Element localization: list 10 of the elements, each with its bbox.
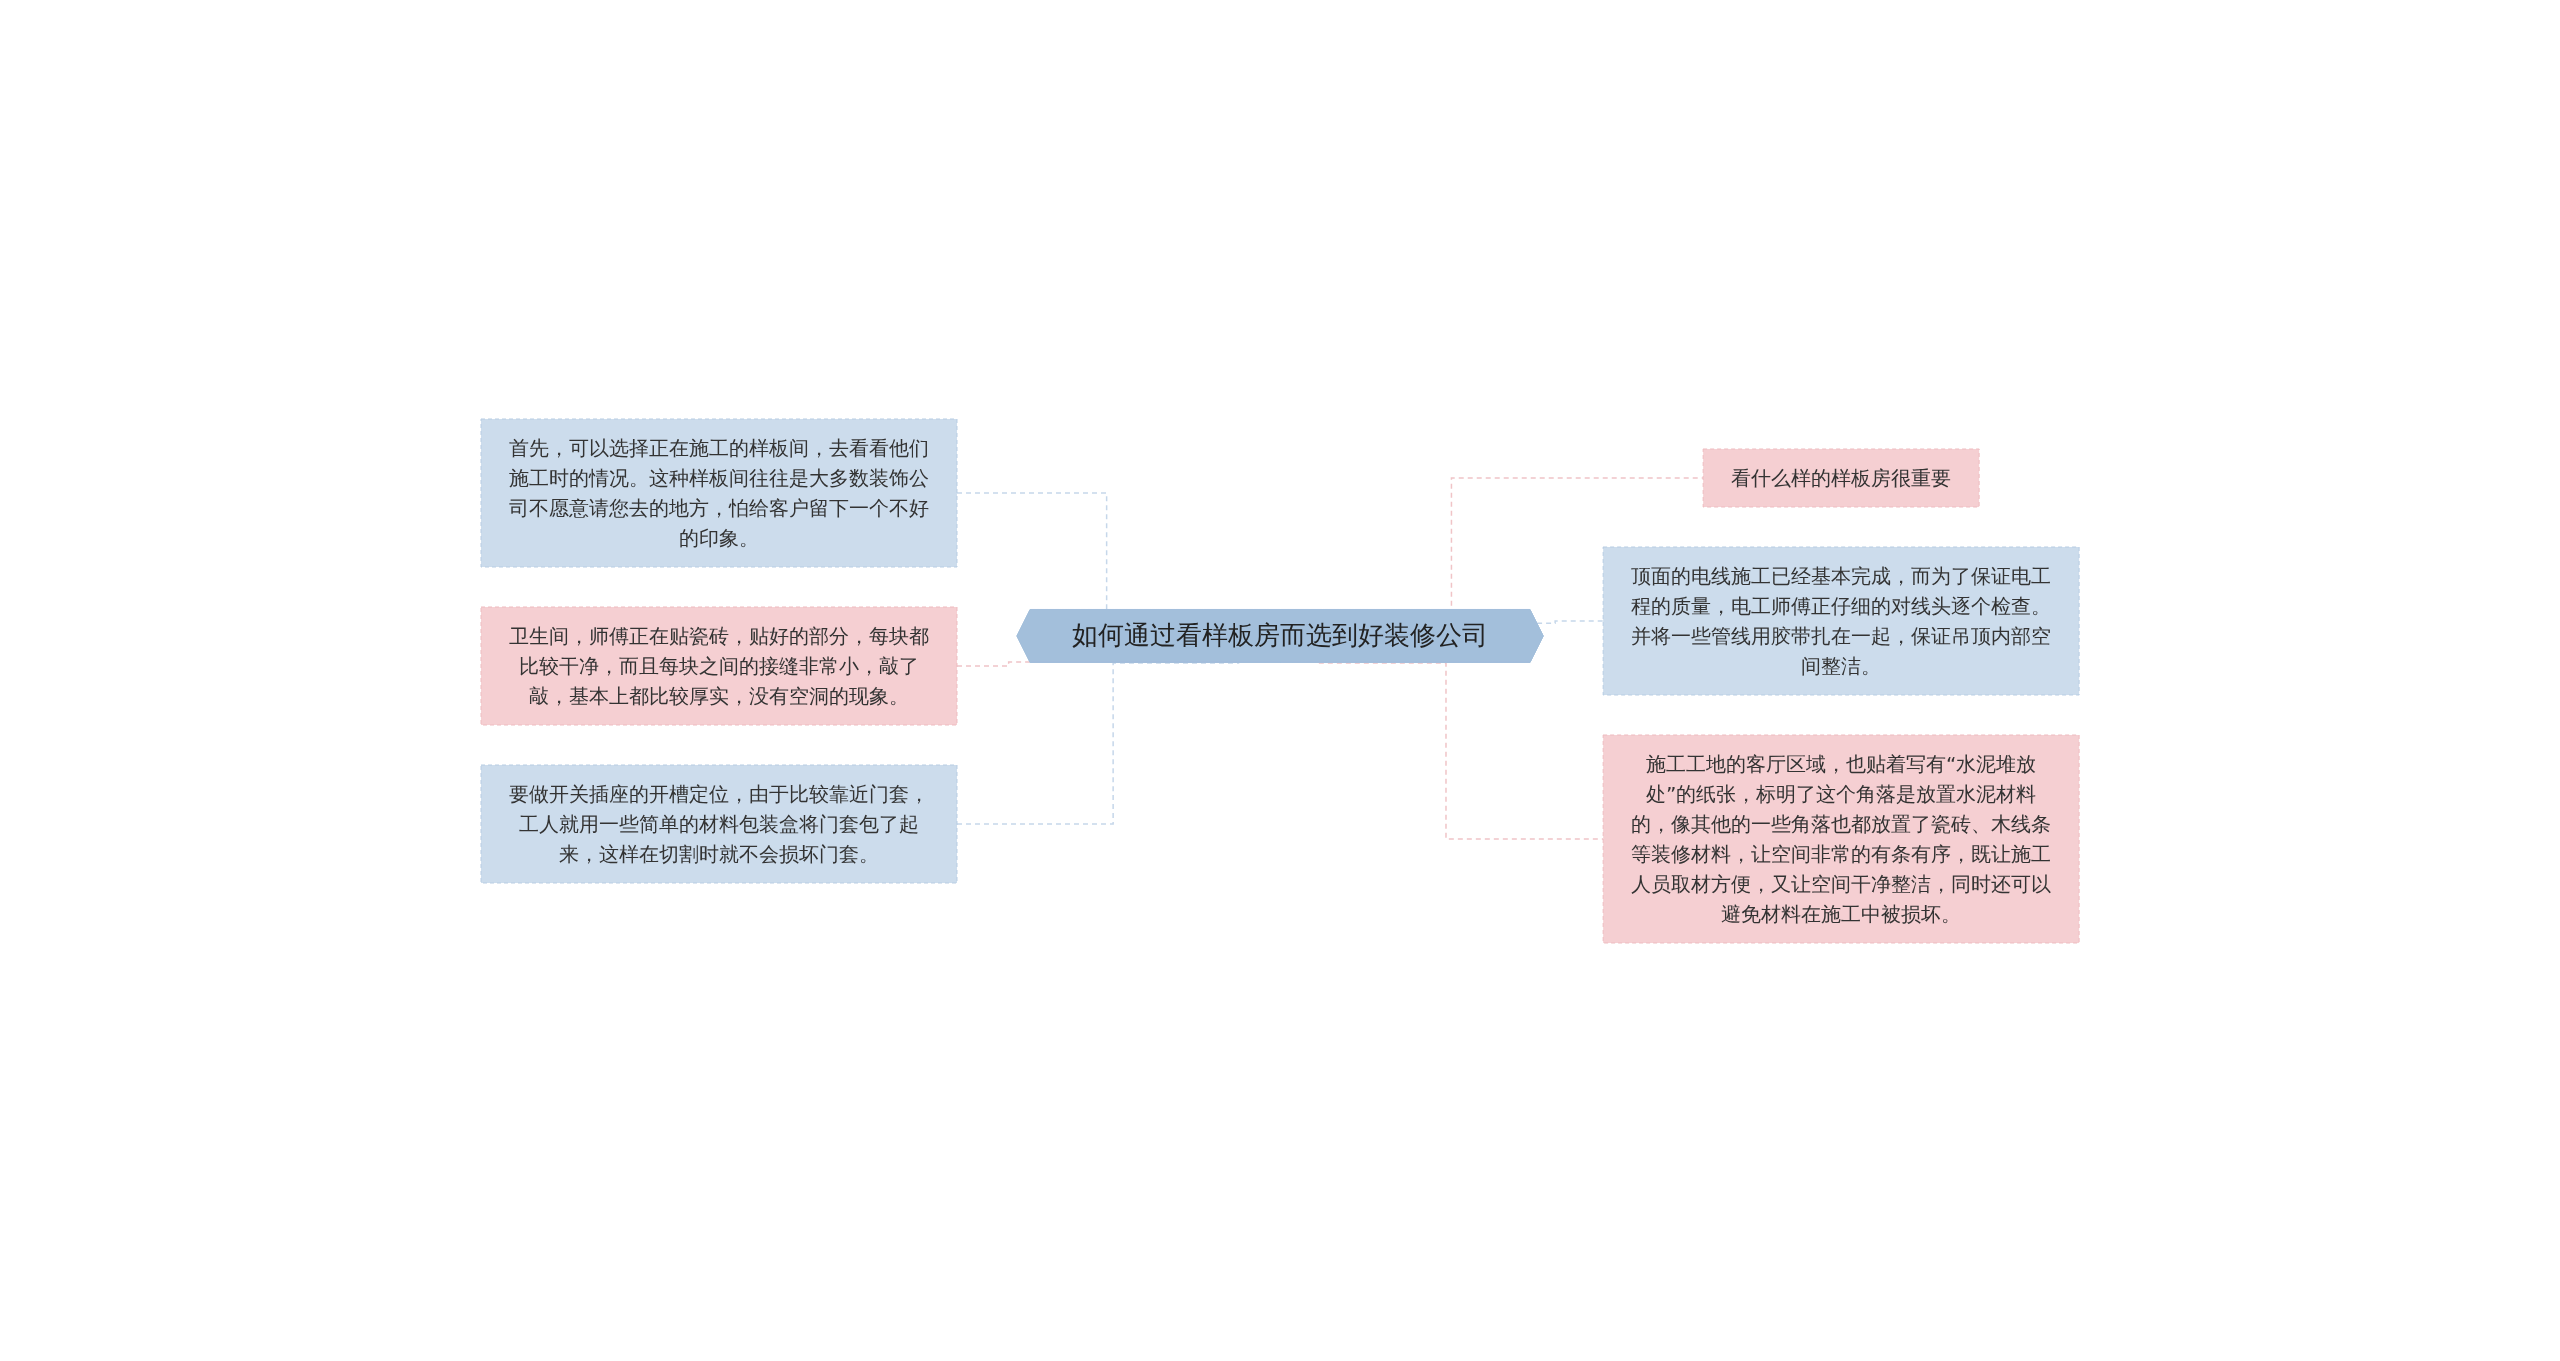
connector: [956, 661, 1240, 825]
node-box: 看什么样的样板房很重要: [1702, 448, 1980, 507]
node-box: 顶面的电线施工已经基本完成，而为了保证电工程的质量，电工师傅正仔细的对线头逐个检查。并将一些管线用胶带扎在一起，保证吊顶内部空间整洁。: [1602, 546, 2080, 695]
connector: [956, 660, 1031, 667]
node-box: 要做开关插座的开槽定位，由于比较靠近门套，工人就用一些简单的材料包装盒将门套包了起来，这样在切割时就不会损坏门套。: [480, 764, 958, 883]
connector: [1318, 661, 1604, 840]
node-box: 施工工地的客厅区域，也贴着写有“水泥堆放处”的纸张，标明了这个角落是放置水泥材料的，像其他的一些角落也都放置了瓷砖、木线条等装修材料，让空间非常的有条有序，既让施工人员取材方便，又让空间干净整洁，同时还可以避免材料在施工中被损坏。: [1602, 734, 2080, 943]
node-box: 首先，可以选择正在施工的样板间，去看看他们施工时的情况。这种样板间往往是大多数装饰公司不愿意请您去的地方，怕给客户留下一个不好的印象。: [480, 418, 958, 567]
connector: [1536, 619, 1604, 624]
node-box: 卫生间，师傅正在贴瓷砖，贴好的部分，每块都比较干净，而且每块之间的接缝非常小，敲了敲，基本上都比较厚实，没有空洞的现象。: [480, 606, 958, 725]
